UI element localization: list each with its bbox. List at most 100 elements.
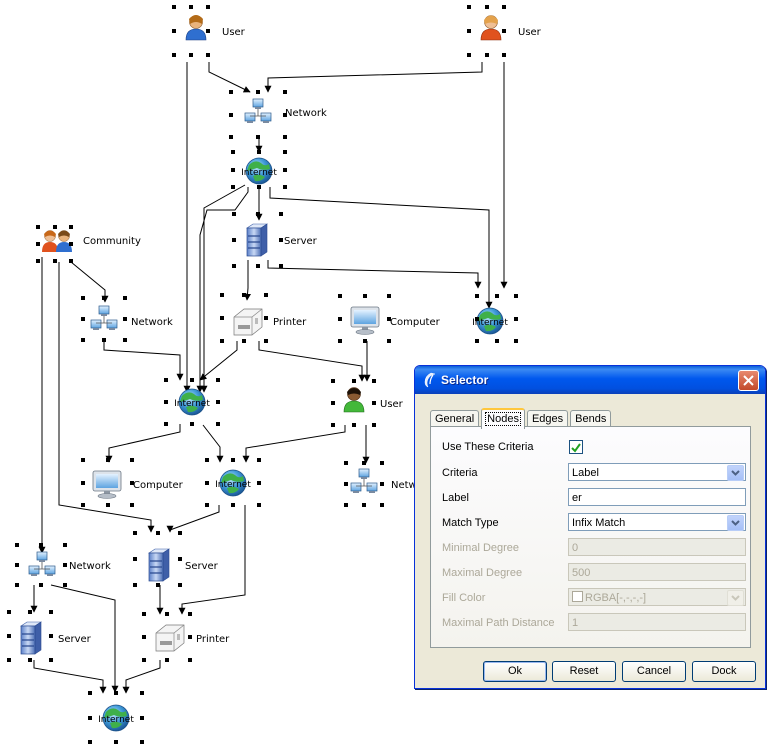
- selection-handle[interactable]: [49, 658, 53, 662]
- selection-handle[interactable]: [81, 503, 85, 507]
- selection-handle[interactable]: [256, 90, 260, 94]
- selection-handle[interactable]: [283, 90, 287, 94]
- selection-handle[interactable]: [130, 458, 134, 462]
- selection-handle[interactable]: [102, 338, 106, 342]
- selection-handle[interactable]: [220, 293, 224, 297]
- selection-handle[interactable]: [188, 612, 192, 616]
- selection-handle[interactable]: [363, 339, 367, 343]
- selection-handle[interactable]: [130, 503, 134, 507]
- criteria-select[interactable]: Label: [568, 463, 746, 481]
- tab-nodes[interactable]: Nodes: [481, 408, 525, 429]
- node-community[interactable]: [41, 230, 73, 253]
- dropdown-arrow-icon[interactable]: [727, 515, 744, 531]
- label-input[interactable]: er: [568, 488, 746, 506]
- selection-handle[interactable]: [257, 185, 261, 189]
- selection-handle[interactable]: [216, 378, 220, 382]
- selection-handle[interactable]: [362, 503, 366, 507]
- selection-handle[interactable]: [172, 53, 176, 57]
- selection-handle[interactable]: [36, 242, 40, 246]
- selection-handle[interactable]: [232, 212, 236, 216]
- selection-handle[interactable]: [220, 316, 224, 320]
- selection-handle[interactable]: [7, 634, 11, 638]
- node-server-3[interactable]: [20, 621, 42, 655]
- selection-handle[interactable]: [475, 317, 479, 321]
- selection-handle[interactable]: [257, 150, 261, 154]
- selection-handle[interactable]: [495, 339, 499, 343]
- selection-handle[interactable]: [133, 531, 137, 535]
- selection-handle[interactable]: [257, 503, 261, 507]
- selection-handle[interactable]: [256, 135, 260, 139]
- max-path-input[interactable]: 1: [568, 613, 746, 631]
- selection-handle[interactable]: [178, 531, 182, 535]
- selection-handle[interactable]: [123, 317, 127, 321]
- selection-handle[interactable]: [165, 658, 169, 662]
- selection-handle[interactable]: [28, 610, 32, 614]
- dialog-titlebar[interactable]: Selector: [415, 366, 765, 394]
- selection-handle[interactable]: [81, 317, 85, 321]
- selection-handle[interactable]: [352, 379, 356, 383]
- selection-handle[interactable]: [475, 294, 479, 298]
- selection-handle[interactable]: [156, 531, 160, 535]
- selection-handle[interactable]: [69, 225, 73, 229]
- selection-handle[interactable]: [216, 422, 220, 426]
- node-computer-1[interactable]: [350, 306, 380, 335]
- selection-handle[interactable]: [387, 317, 391, 321]
- selection-handle[interactable]: [142, 658, 146, 662]
- selection-handle[interactable]: [7, 658, 11, 662]
- selection-handle[interactable]: [49, 634, 53, 638]
- selection-handle[interactable]: [206, 29, 210, 33]
- selection-handle[interactable]: [165, 612, 169, 616]
- selection-handle[interactable]: [190, 378, 194, 382]
- selection-handle[interactable]: [502, 53, 506, 57]
- selection-handle[interactable]: [232, 264, 236, 268]
- selection-handle[interactable]: [81, 481, 85, 485]
- selection-handle[interactable]: [264, 293, 268, 297]
- selection-handle[interactable]: [189, 5, 193, 9]
- selection-handle[interactable]: [344, 461, 348, 465]
- selection-handle[interactable]: [279, 264, 283, 268]
- selection-handle[interactable]: [220, 339, 224, 343]
- selection-handle[interactable]: [231, 503, 235, 507]
- dropdown-arrow-icon[interactable]: [727, 465, 744, 481]
- selection-handle[interactable]: [485, 5, 489, 9]
- selection-handle[interactable]: [363, 294, 367, 298]
- selection-handle[interactable]: [164, 378, 168, 382]
- selection-handle[interactable]: [372, 379, 376, 383]
- selection-handle[interactable]: [206, 53, 210, 57]
- selection-handle[interactable]: [106, 503, 110, 507]
- selection-handle[interactable]: [130, 481, 134, 485]
- selection-handle[interactable]: [133, 557, 137, 561]
- selection-handle[interactable]: [279, 238, 283, 242]
- selection-handle[interactable]: [387, 339, 391, 343]
- selection-handle[interactable]: [387, 294, 391, 298]
- selection-handle[interactable]: [331, 401, 335, 405]
- selection-handle[interactable]: [172, 29, 176, 33]
- selection-handle[interactable]: [475, 339, 479, 343]
- selection-handle[interactable]: [231, 458, 235, 462]
- selection-handle[interactable]: [190, 422, 194, 426]
- selection-handle[interactable]: [231, 168, 235, 172]
- node-printer-2[interactable]: [155, 624, 185, 652]
- selection-handle[interactable]: [467, 5, 471, 9]
- selection-handle[interactable]: [362, 461, 366, 465]
- dock-button[interactable]: Dock: [692, 661, 756, 682]
- selection-handle[interactable]: [283, 113, 287, 117]
- selection-handle[interactable]: [344, 482, 348, 486]
- selection-handle[interactable]: [467, 53, 471, 57]
- selection-handle[interactable]: [514, 294, 518, 298]
- selection-handle[interactable]: [338, 339, 342, 343]
- selection-handle[interactable]: [279, 212, 283, 216]
- max-degree-input[interactable]: 500: [568, 563, 746, 581]
- selection-handle[interactable]: [102, 296, 106, 300]
- selection-handle[interactable]: [205, 458, 209, 462]
- selection-handle[interactable]: [283, 150, 287, 154]
- selection-handle[interactable]: [257, 458, 261, 462]
- selection-handle[interactable]: [36, 259, 40, 263]
- selection-handle[interactable]: [502, 29, 506, 33]
- selection-handle[interactable]: [256, 212, 260, 216]
- selection-handle[interactable]: [106, 458, 110, 462]
- selection-handle[interactable]: [39, 543, 43, 547]
- selection-handle[interactable]: [205, 503, 209, 507]
- selection-handle[interactable]: [188, 635, 192, 639]
